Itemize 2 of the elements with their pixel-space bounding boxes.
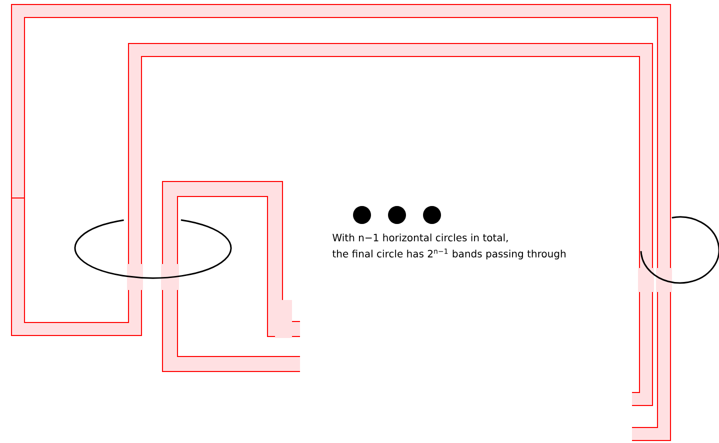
note-text: the final circle has 2$^{n−1}$ bands passing through (332, 248, 566, 260)
note-text: With n−1 horizontal circles in total, (332, 234, 508, 242)
